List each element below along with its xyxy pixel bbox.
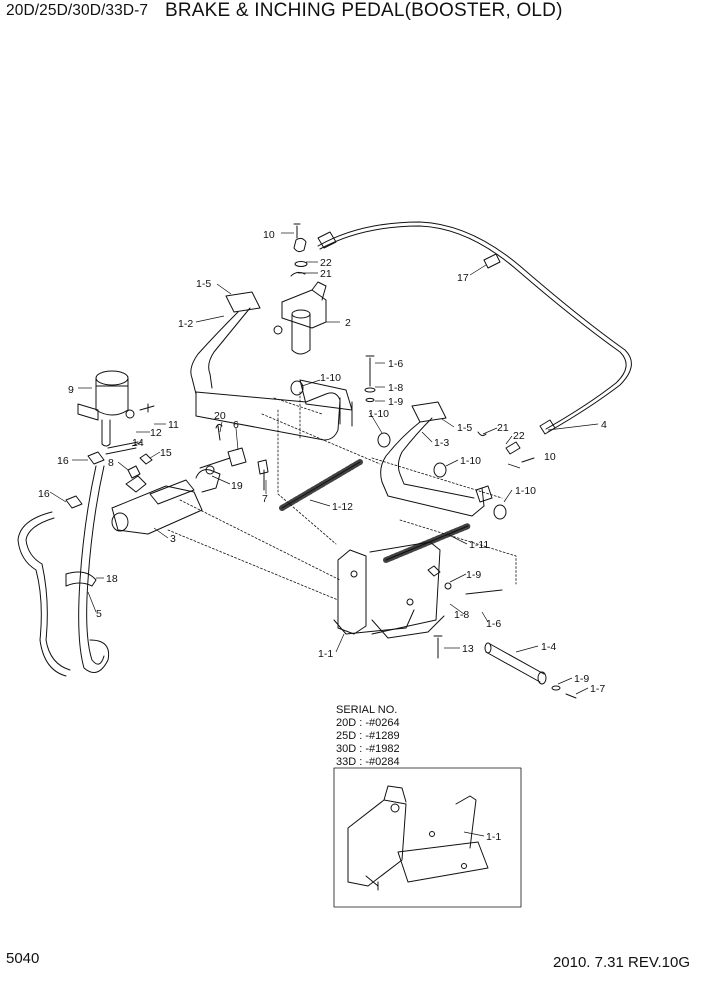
callout: 17 (457, 272, 469, 284)
callout: 1-11 (469, 539, 489, 551)
callout: 5 (96, 608, 102, 620)
callout-labels: 10 22 21 17 2 1-5 1-2 1-6 1-10 1-8 1-9 1… (38, 229, 607, 843)
callout: 3 (170, 533, 176, 545)
callout: 1-7 (590, 683, 605, 695)
serial-heading: SERIAL NO. (336, 704, 398, 716)
callout: 13 (462, 643, 474, 655)
callout: 1-1 (318, 648, 333, 660)
callout: 1-6 (388, 358, 403, 370)
callout: 16 (38, 488, 50, 500)
serial-number-note: SERIAL NO. 20D : -#0264 25D : -#1289 30D… (336, 704, 400, 769)
callout: 11 (168, 419, 179, 431)
callout: 12 (150, 427, 162, 439)
callout: 9 (68, 384, 74, 396)
master-cylinder (105, 441, 221, 535)
callout: 10 (544, 451, 556, 463)
callout: 21 (320, 268, 332, 280)
pivot-pin (484, 642, 577, 699)
callout: 1-10 (320, 372, 341, 384)
callout: 1-9 (388, 396, 403, 408)
inset-bracket (347, 785, 489, 891)
callout: 1-4 (541, 641, 556, 653)
callout: 6 (233, 419, 239, 431)
push-rod (199, 423, 269, 491)
inching-pedal (380, 401, 535, 520)
callout: 7 (262, 493, 268, 505)
main-bracket (333, 541, 503, 659)
callout: 1-9 (466, 569, 481, 581)
revision-date: 2010. 7.31 REV.10G (552, 954, 690, 971)
callout: 1-5 (457, 422, 472, 434)
callout: 1-6 (486, 618, 501, 630)
callout: 1-10 (515, 485, 536, 497)
callout: 14 (132, 437, 144, 449)
callout: 1-8 (454, 609, 469, 621)
page-header: 20D/25D/30D/33D-7 BRAKE & INCHING PEDAL(… (0, 0, 702, 24)
callout: 1-12 (332, 501, 353, 513)
callout: 20 (214, 410, 226, 422)
callout: 22 (320, 257, 332, 269)
callout: 16 (57, 455, 69, 467)
serial-entry: 20D : -#0264 (336, 717, 400, 729)
callout: 1-3 (434, 437, 449, 449)
inset-frame (333, 767, 522, 908)
brake-pedal (190, 291, 391, 448)
hoses (17, 451, 110, 677)
callout: 4 (601, 419, 607, 431)
guide-lines (167, 391, 517, 601)
serial-entry: 30D : -#1982 (336, 743, 400, 755)
callout: 1-1 (486, 831, 501, 843)
cable-bracket-assembly (273, 223, 327, 355)
callout: 19 (231, 480, 243, 492)
callout: 15 (160, 447, 172, 459)
callout: 2 (345, 317, 351, 329)
callout: 21 (497, 422, 509, 434)
callout: 22 (513, 430, 525, 442)
callout: 1-2 (178, 318, 193, 330)
callout: 8 (108, 457, 114, 469)
callout: 1-10 (368, 408, 389, 420)
callout: 1-9 (574, 673, 589, 685)
page-title: BRAKE & INCHING PEDAL(BOOSTER, OLD) (165, 0, 563, 21)
serial-entry: 33D : -#0284 (336, 756, 400, 768)
brake-cable (317, 221, 632, 435)
callout: 10 (263, 229, 275, 241)
callout: 1-5 (196, 278, 211, 290)
reservoir (77, 370, 155, 447)
page-number: 5040 (6, 950, 40, 967)
model-label: 20D/25D/30D/33D-7 (6, 2, 149, 19)
serial-entry: 25D : -#1289 (336, 730, 400, 742)
leader-lines (49, 232, 599, 837)
callout: 1-8 (388, 382, 403, 394)
callout: 1-10 (460, 455, 481, 467)
callout: 18 (106, 573, 118, 585)
